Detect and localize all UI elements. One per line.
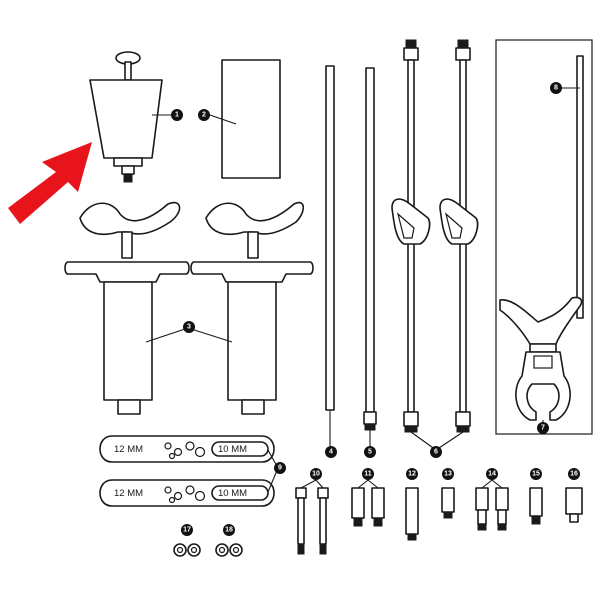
part-6-hose-left [391,39,431,433]
part-10-bolts [295,479,329,555]
svg-text:5: 5 [368,449,372,456]
svg-text:13: 13 [444,471,452,478]
svg-text:18: 18 [225,527,233,534]
callout-6: 6 [430,446,442,458]
svg-text:10: 10 [312,471,320,478]
callout-12: 12 [406,468,418,480]
part-15-fitting [529,487,543,525]
callout-15: 15 [530,468,542,480]
svg-text:6: 6 [434,449,438,456]
callout-1: 1 [171,109,183,121]
svg-text:1: 1 [175,112,179,119]
callout-7: 7 [537,422,549,434]
svg-text:9: 9 [278,465,282,472]
part-4-rod [325,65,335,446]
callout-10: 10 [310,468,322,480]
part-8-rod [560,55,584,319]
svg-text:4: 4 [329,449,333,456]
callout-14: 14 [486,468,498,480]
part-2-pad [209,59,281,179]
svg-text:7: 7 [541,425,545,432]
svg-text:3: 3 [187,324,191,331]
callout-3: 3 [183,321,195,333]
gauge-bottom-label-10mm: 10 MM [218,488,247,499]
part-5-rod [363,67,377,446]
callout-2: 2 [198,109,210,121]
callout-4: 4 [325,446,337,458]
svg-text:12: 12 [408,471,416,478]
part-12-fitting [405,487,419,541]
part-18-washers [215,543,243,557]
callout-8: 8 [550,82,562,94]
svg-text:2: 2 [202,112,206,119]
part-3-syringe-left [64,201,190,415]
gauge-bottom-label-12mm: 12 MM [114,488,143,499]
part-9-gauge-bottom: 12 MM 10 MM [99,479,275,507]
svg-text:11: 11 [364,471,372,478]
part-11-fittings [351,479,385,527]
part-6-hose-right [439,39,479,433]
gauge-top-label-12mm: 12 MM [114,444,143,455]
gauge-top-label-10mm: 10 MM [218,444,247,455]
red-arrow-pointer [8,142,92,224]
callout-5: 5 [364,446,376,458]
part-17-washers [173,543,201,557]
svg-text:16: 16 [570,471,578,478]
callout-17: 17 [181,524,193,536]
part-13-fitting [441,487,455,519]
part-1-cup [89,51,172,183]
callout-13: 13 [442,468,454,480]
box-7-8 [495,39,593,435]
svg-text:17: 17 [183,527,191,534]
svg-text:14: 14 [488,471,496,478]
part-7-clamp [499,296,583,424]
callout-9: 9 [274,462,286,474]
svg-text:15: 15 [532,471,540,478]
part-3-syringe-right [190,201,314,415]
part-16-fitting [565,487,583,523]
callout-16: 16 [568,468,580,480]
callout-18: 18 [223,524,235,536]
part-9-gauge-top: 12 MM 10 MM [99,435,275,463]
callout-11: 11 [362,468,374,480]
svg-text:8: 8 [554,85,558,92]
part-14-fittings [475,479,509,531]
